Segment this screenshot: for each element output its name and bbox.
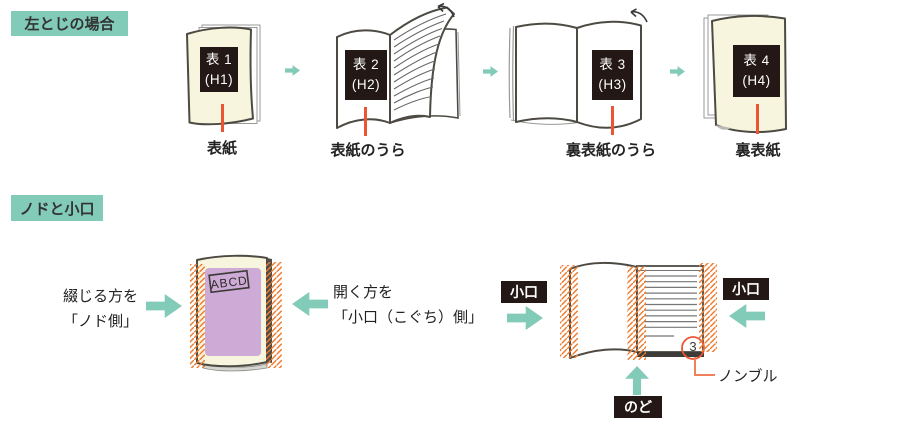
section-badge-nodo-koguchi: ノドと小口 <box>11 195 103 221</box>
booklet-title-text: ABCD <box>210 273 249 291</box>
nodo-arrow-icon <box>625 366 649 395</box>
cover-label-h2: 表 2 (H2) <box>345 50 387 100</box>
open-side-arrow-icon <box>292 292 328 316</box>
cover-label-h1-line2: (H1) <box>204 71 234 87</box>
open-side-text-line1: 開く方を <box>333 284 394 301</box>
koguchi-hatch-right <box>699 263 717 352</box>
cover-label-h3-line2: (H3) <box>598 77 627 92</box>
section-badge-left-binding: 左とじの場合 <box>11 11 128 36</box>
nodo-hatch-center <box>627 266 646 360</box>
koguchi-hatch-marks <box>266 262 282 368</box>
koguchi-tag-right: 小口 <box>723 278 769 300</box>
book-inside-front-illustration <box>336 2 461 129</box>
step-arrow-icon-3 <box>670 66 685 77</box>
cover-label-h4-line2: (H4) <box>742 73 771 88</box>
nombre-pointer-horizontal <box>694 374 715 376</box>
pointer-line-cover <box>221 104 224 132</box>
page-flip-arrow-icon <box>630 8 648 23</box>
step-arrow-icon-2 <box>483 66 498 77</box>
booklet-edges-illustration: ABCD <box>190 254 282 372</box>
caption-inside-back: 裏表紙のうら <box>566 142 657 159</box>
bind-side-text-line1: 綴じる方を <box>63 288 139 305</box>
nodo-tag: のど <box>614 396 662 418</box>
caption-inside-front: 表紙のうら <box>330 142 406 159</box>
step-arrow-icon-1 <box>285 65 300 76</box>
open-book-edges-illustration: 3 <box>560 261 717 360</box>
pointer-line-inside-back <box>611 106 614 135</box>
cover-label-h1: 表 1 (H1) <box>200 47 238 92</box>
nombre-label: ノンブル <box>718 368 778 385</box>
pointer-line-back-cover <box>756 104 759 134</box>
caption-back-cover: 裏表紙 <box>735 142 781 159</box>
cover-label-h1-line1: 表 1 <box>205 51 233 67</box>
caption-cover: 表紙 <box>206 140 237 157</box>
koguchi-hatch-left <box>560 265 578 358</box>
nodo-hatch-marks <box>190 264 205 368</box>
bind-side-arrow-icon <box>146 294 182 318</box>
koguchi-arrow-right-icon <box>729 304 765 328</box>
page-number: 3 <box>689 339 696 354</box>
bind-side-text-line2: 「ノド側」 <box>63 313 139 330</box>
cover-label-h4: 表 4 (H4) <box>733 45 780 97</box>
cover-label-h4-line1: 表 4 <box>743 53 770 69</box>
pointer-line-inside-front <box>364 107 367 136</box>
cover-label-h2-line2: (H2) <box>351 77 381 92</box>
open-side-text-line2: 「小口（こぐち）側」 <box>333 309 484 326</box>
nombre-pointer-vertical <box>694 357 696 376</box>
page-flip-arrow-icon <box>437 2 455 18</box>
koguchi-arrow-left-icon <box>507 306 543 330</box>
koguchi-tag-left: 小口 <box>501 281 547 303</box>
cover-label-h2-line1: 表 2 <box>352 57 380 73</box>
cover-label-h3-line1: 表 3 <box>599 57 626 73</box>
cover-label-h3: 表 3 (H3) <box>592 50 633 100</box>
